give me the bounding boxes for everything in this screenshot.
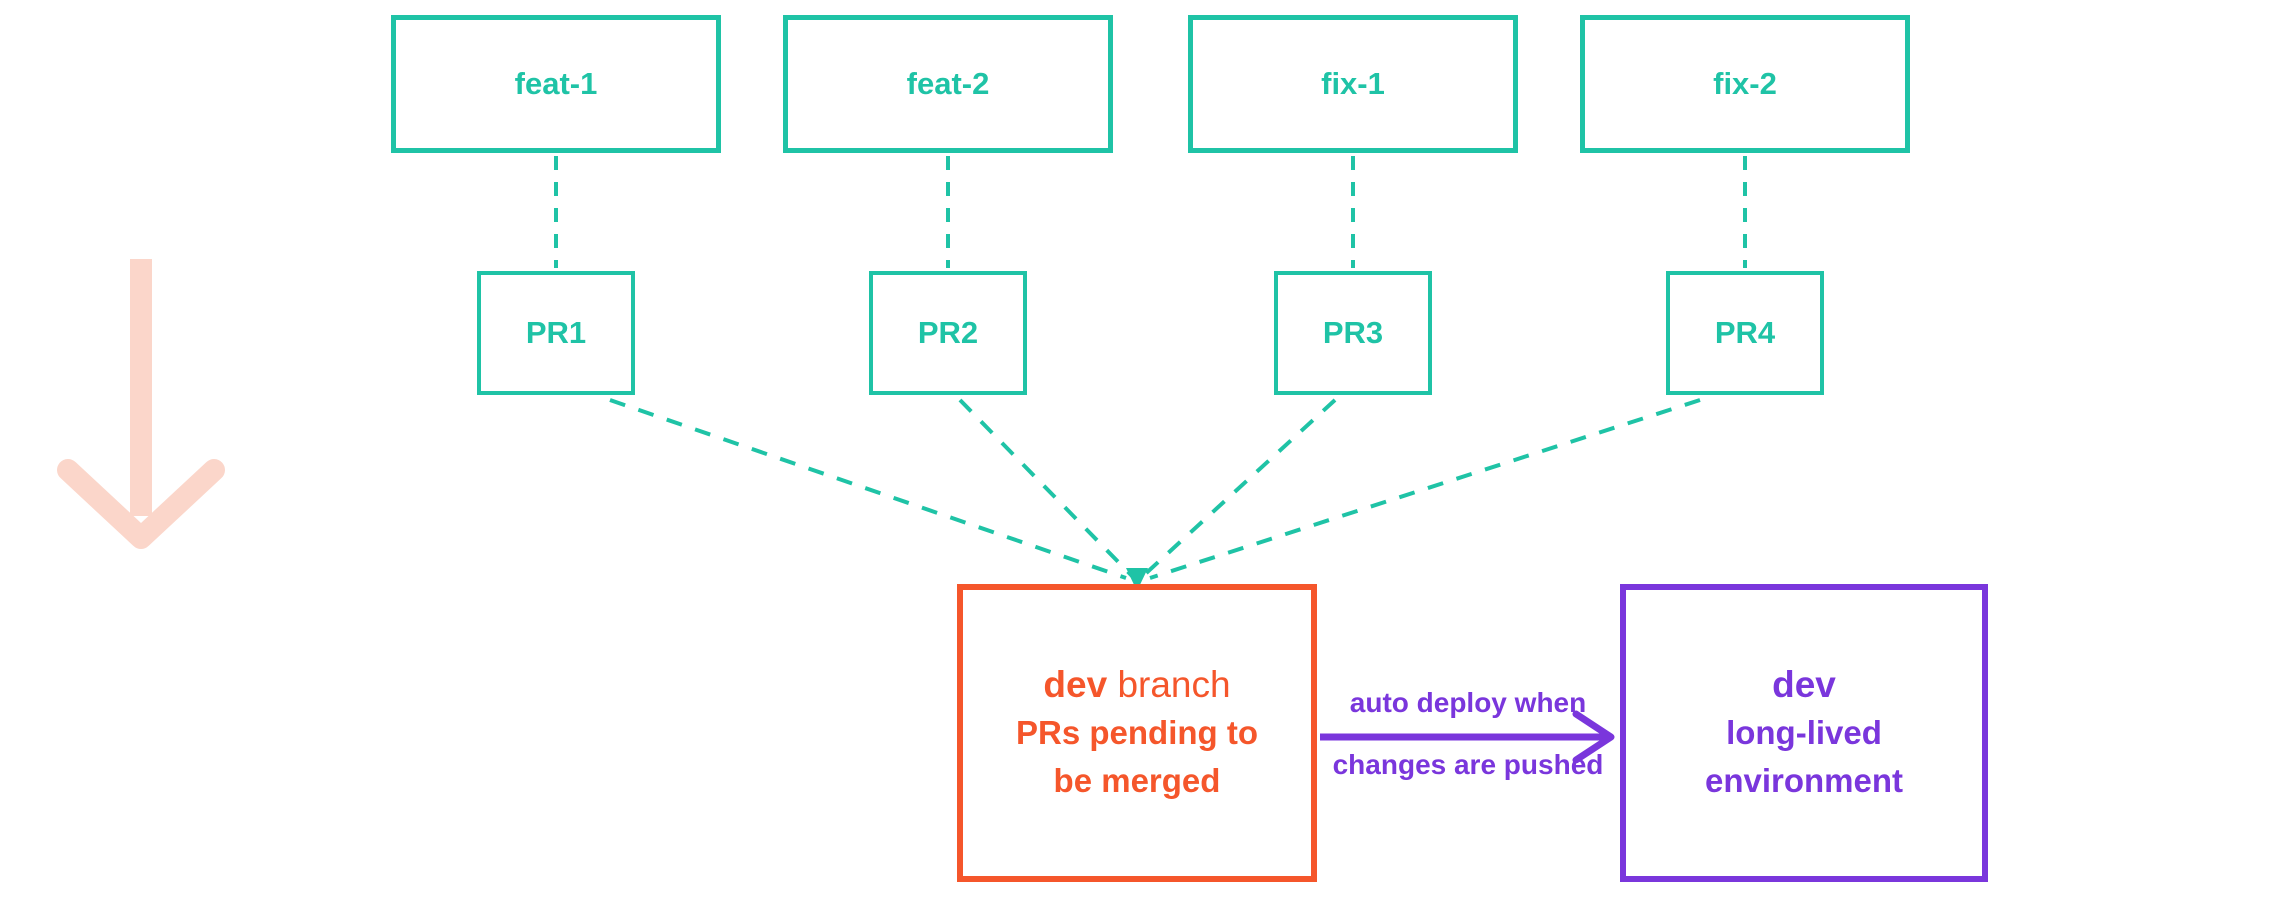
convergence-arrowhead-icon <box>1126 568 1148 591</box>
dashed-connector-pr3-dev <box>1141 398 1337 578</box>
dashed-connector-pr4-dev <box>1149 398 1701 580</box>
branch-label: feat-1 <box>514 66 598 101</box>
deploy-arrow <box>1320 710 1615 764</box>
dev-env-title: dev <box>1772 664 1836 705</box>
branch-to-pr-connectors <box>554 156 1747 268</box>
dev-branch-box: dev branch PRs pending to be merged <box>957 584 1317 882</box>
branch-label: feat-2 <box>906 66 990 101</box>
down-arrow-head <box>57 459 225 549</box>
branch-box-feat-2: feat-2 <box>783 15 1113 153</box>
dev-branch-title-bold: dev <box>1043 664 1108 705</box>
pr-label: PR4 <box>1714 315 1776 350</box>
dashed-connector-pr1-dev <box>609 398 1127 580</box>
branch-label: fix-2 <box>1713 66 1777 101</box>
pr-box-1: PR1 <box>477 271 635 395</box>
dev-branch-subtitle-line1: PRs pending to <box>1016 714 1258 751</box>
dev-branch-subtitle-line2: be merged <box>1053 762 1221 799</box>
deploy-arrowhead-icon <box>1572 710 1615 764</box>
pr-label: PR3 <box>1322 315 1384 350</box>
branch-box-fix-2: fix-2 <box>1580 15 1910 153</box>
pr-box-2: PR2 <box>869 271 1027 395</box>
down-arrow-icon <box>57 259 225 549</box>
branch-box-fix-1: fix-1 <box>1188 15 1518 153</box>
dev-env-subtitle-line2: environment <box>1704 762 1904 799</box>
dev-branch-title-rest: branch <box>1107 664 1231 705</box>
dashed-connector-pr2-dev <box>958 398 1134 578</box>
branch-label: fix-1 <box>1321 66 1385 101</box>
pr-to-dev-connectors <box>609 398 1701 580</box>
dev-branch-title: dev branch <box>1043 661 1230 709</box>
pr-box-4: PR4 <box>1666 271 1824 395</box>
dev-env-subtitle-line1: long-lived <box>1726 714 1882 751</box>
branch-box-feat-1: feat-1 <box>391 15 721 153</box>
pr-label: PR2 <box>917 315 979 350</box>
pr-box-3: PR3 <box>1274 271 1432 395</box>
deploy-arrow-label-line2: changes are pushed <box>1332 749 1604 780</box>
deploy-arrow-label-line1: auto deploy when <box>1349 687 1587 718</box>
pr-label: PR1 <box>525 315 587 350</box>
dev-environment-box: dev long-lived environment <box>1620 584 1988 882</box>
